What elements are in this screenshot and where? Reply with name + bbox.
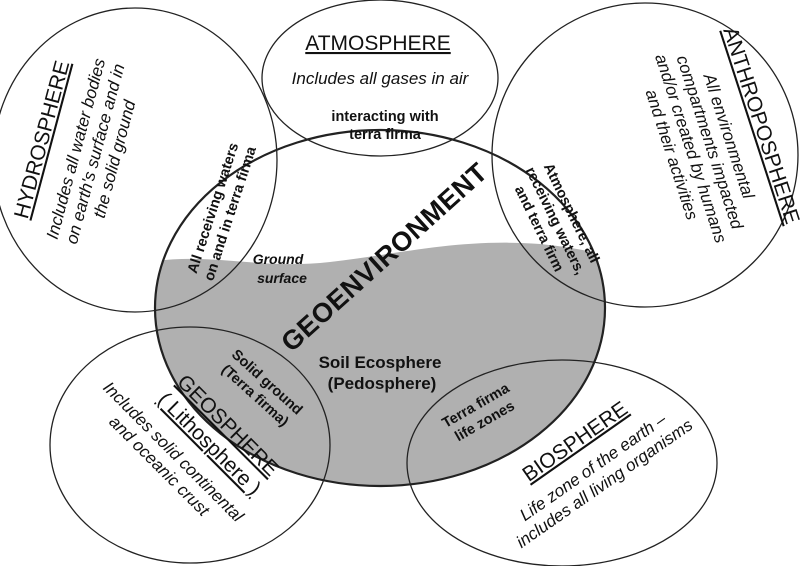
soil-region	[155, 242, 605, 486]
biosphere-description-line-2: includes all living organisms	[513, 415, 697, 552]
atmosphere-description: Includes all gases in air	[292, 69, 470, 88]
atmosphere-circle	[261, 0, 499, 157]
geosphere-circle	[49, 326, 331, 564]
soil-ecosphere-line-1: Soil Ecosphere	[319, 353, 442, 372]
ground-surface-line-2: surface	[257, 270, 307, 286]
ground-surface-line-1: Ground	[253, 251, 304, 267]
geoenvironment-circle	[153, 128, 607, 488]
anthroposphere-circle	[491, 2, 799, 308]
atmosphere-title: ATMOSPHERE	[305, 32, 450, 55]
atmosphere-overlap-line-2: terra firma	[349, 127, 422, 143]
atmosphere-overlap-line-1: interacting with	[331, 109, 438, 125]
hydrosphere-circle	[0, 7, 278, 313]
soil-ecosphere-line-2: (Pedosphere)	[328, 374, 437, 393]
